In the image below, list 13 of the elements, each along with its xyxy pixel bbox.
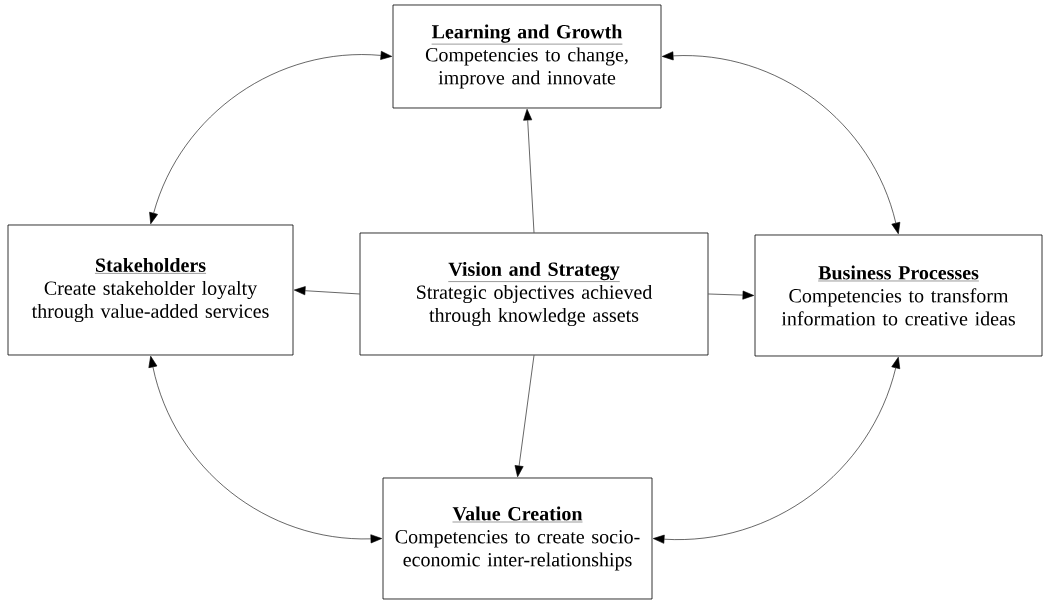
arrow <box>514 355 535 478</box>
text-box: Vision and Strategy Strategic objectives achieved through knowledge assets <box>359 232 709 356</box>
text-box: Learning and Growth Competencies to change, improve and innovate <box>392 4 662 109</box>
arrow <box>708 290 755 300</box>
text-box: Business Processes Competencies to transform information to creative ideas <box>754 234 1043 357</box>
arrow <box>661 51 901 235</box>
text-box: Value Creation Competencies to create socio-economic inter-relationships <box>382 477 653 600</box>
text-box: Stakeholders Create stakeholder loyalty through value-added services <box>7 224 294 356</box>
arrow <box>523 108 535 233</box>
arrow <box>148 355 383 544</box>
arrow <box>652 356 901 544</box>
arrow <box>293 286 360 296</box>
arrow <box>149 51 393 225</box>
